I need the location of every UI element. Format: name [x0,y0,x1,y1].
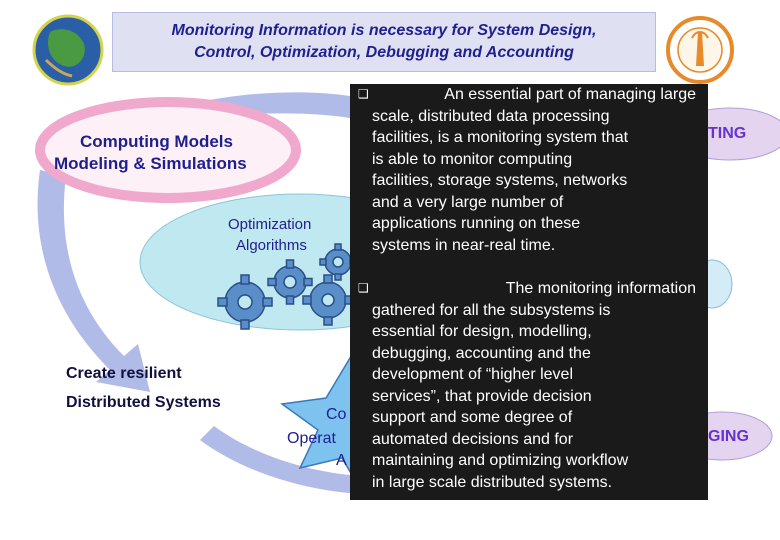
bullet2-line: services”, that provide decision [372,387,592,405]
computing-models-label: Computing Models [80,132,233,151]
operations-fragment: Operat [287,430,336,447]
debugging-fragment: GING [708,428,749,445]
gears-icon [217,243,357,330]
bullet2-line: debugging, accounting and the [372,344,591,362]
bullet2-line: maintaining and optimizing workflow [372,452,629,469]
bullet2-line: essential for design, modelling, [372,323,592,340]
globe-icon [32,14,104,86]
control-fragment: Co [326,406,347,423]
bullet1-line: facilities, is a monitoring system that [372,129,629,146]
bullet2-line: development of “higher level [372,366,574,383]
bullet1-line: and a very large number of [372,193,564,211]
bullet1-line: applications running on these [372,215,581,232]
cycle-arrow-bottom [200,426,360,494]
accounting-fragment: TING [708,125,747,142]
bullet2-line: automated decisions and for [372,430,574,448]
bullet1-line: is able to monitor computing [372,150,573,168]
title-banner: Monitoring Information is necessary for … [112,12,656,72]
a-fragment: A [336,452,347,469]
bullet1-line: facilities, storage systems, networks [372,172,628,189]
computing-models-ring [35,97,301,203]
bullet-marker-icon: ❑ [358,281,369,295]
bullet-monitoring-information: ❑ The monitoring information gathered fo… [358,278,696,493]
bullet2-line: in large scale distributed systems. [372,473,613,491]
optimization-label: Optimization [228,216,312,233]
algorithms-label: Algorithms [236,237,307,254]
modeling-simulations-label: Modeling & Simulations [54,154,247,173]
bullet2-line: gathered for all the subsystems is [372,301,611,319]
distributed-systems-label: Distributed Systems [66,394,221,411]
bullet1-line: scale, distributed data processing [372,107,610,125]
bullet-essential-monitoring: ❑ An essential part of managing large sc… [358,84,696,256]
bullet1-line: An essential part of managing large [444,86,696,103]
title-line-1: Monitoring Information is necessary for … [171,22,597,39]
resilient-label: Create resilient [66,365,182,382]
bullet1-line: systems in near-real time. [372,236,556,254]
caltech-seal-icon [666,16,734,84]
cycle-arrow-left [37,170,151,392]
title-line-2: Control, Optimization, Debugging and Acc… [194,44,574,61]
monitoring-text-panel [350,84,708,500]
bullet2-line: support and some degree of [372,409,573,426]
bullet2-line: The monitoring information [505,280,696,297]
bullet-marker-icon: ❑ [358,87,369,101]
